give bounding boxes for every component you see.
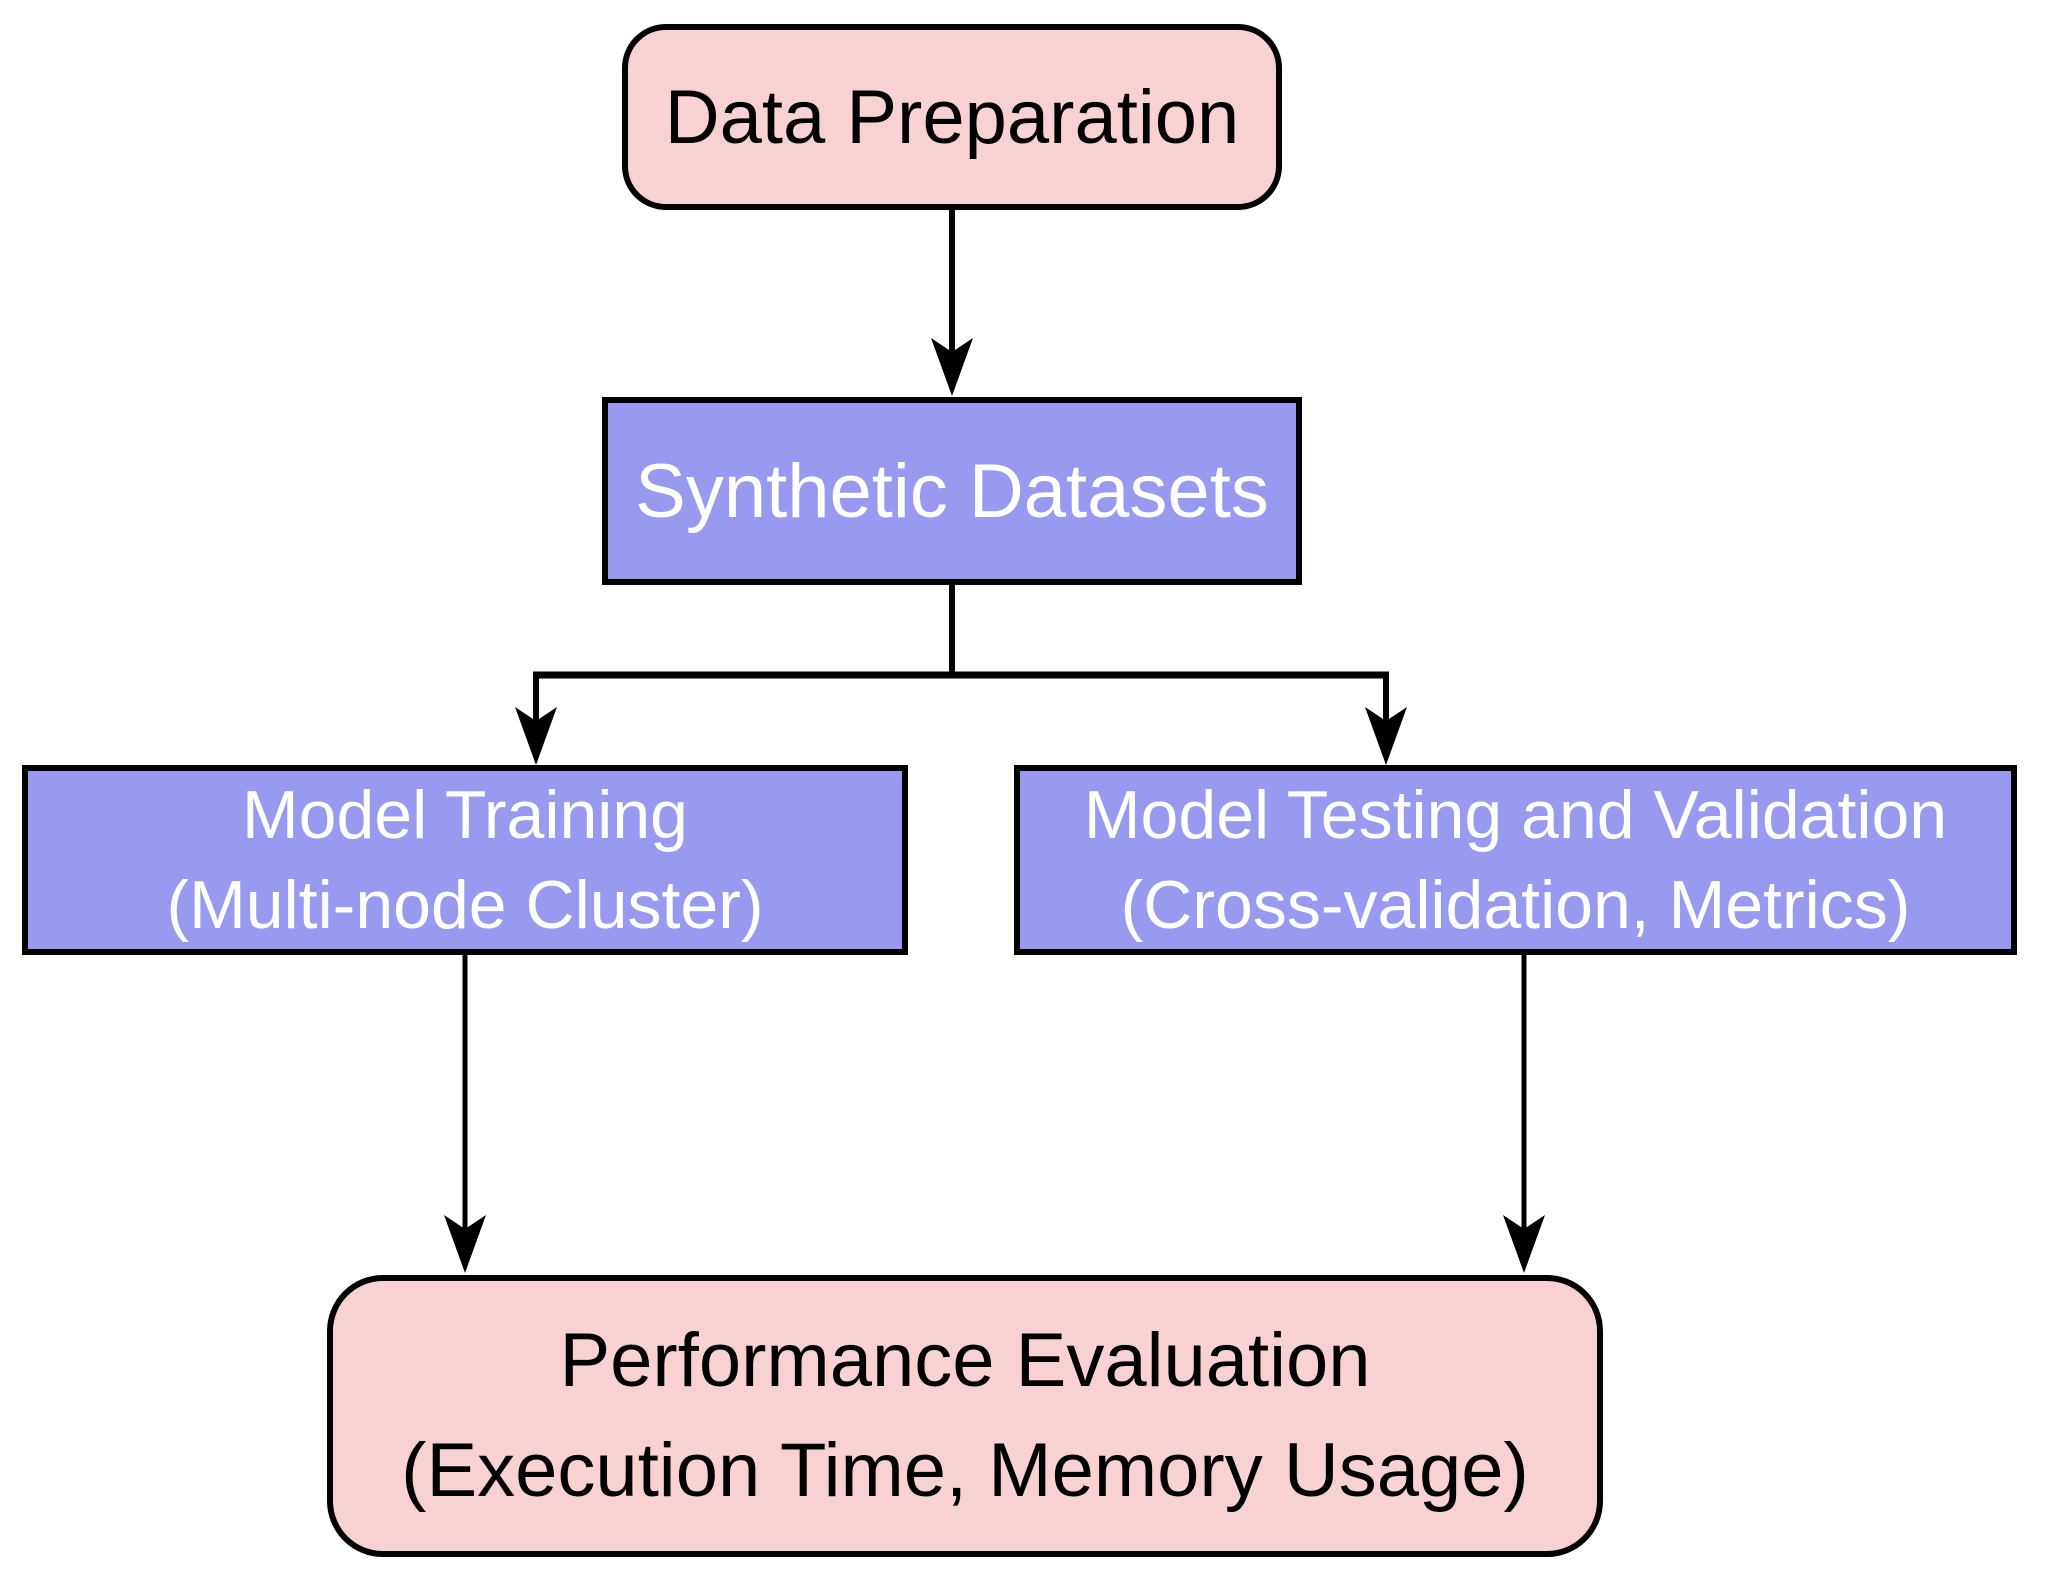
node-label: Data Preparation — [664, 74, 1240, 160]
node-label: Model Training — [241, 777, 689, 853]
edge-model-testing-to-performance-evaluation — [1503, 955, 1545, 1273]
node-sublabel: (Cross-validation, Metrics) — [1120, 867, 1911, 943]
node-synthetic-datasets: Synthetic Datasets — [602, 397, 1302, 585]
edge-model-training-to-performance-evaluation — [444, 955, 486, 1273]
node-label: Model Testing and Validation — [1083, 777, 1948, 853]
node-label: Performance Evaluation — [559, 1318, 1371, 1403]
node-sublabel: (Execution Time, Memory Usage) — [401, 1428, 1529, 1513]
edge-synthetic-datasets-split — [533, 585, 1389, 679]
edge-split-to-model-training — [515, 672, 557, 765]
node-model-testing: Model Testing and Validation (Cross-vali… — [1014, 765, 2017, 955]
node-performance-evaluation: Performance Evaluation (Execution Time, … — [327, 1275, 1603, 1557]
edge-split-to-model-testing — [1365, 672, 1407, 765]
node-model-training: Model Training (Multi-node Cluster) — [22, 765, 908, 955]
node-data-preparation: Data Preparation — [622, 24, 1282, 210]
edge-data-preparation-to-synthetic-datasets — [931, 210, 973, 396]
node-label: Synthetic Datasets — [635, 448, 1269, 534]
node-sublabel: (Multi-node Cluster) — [166, 867, 764, 943]
